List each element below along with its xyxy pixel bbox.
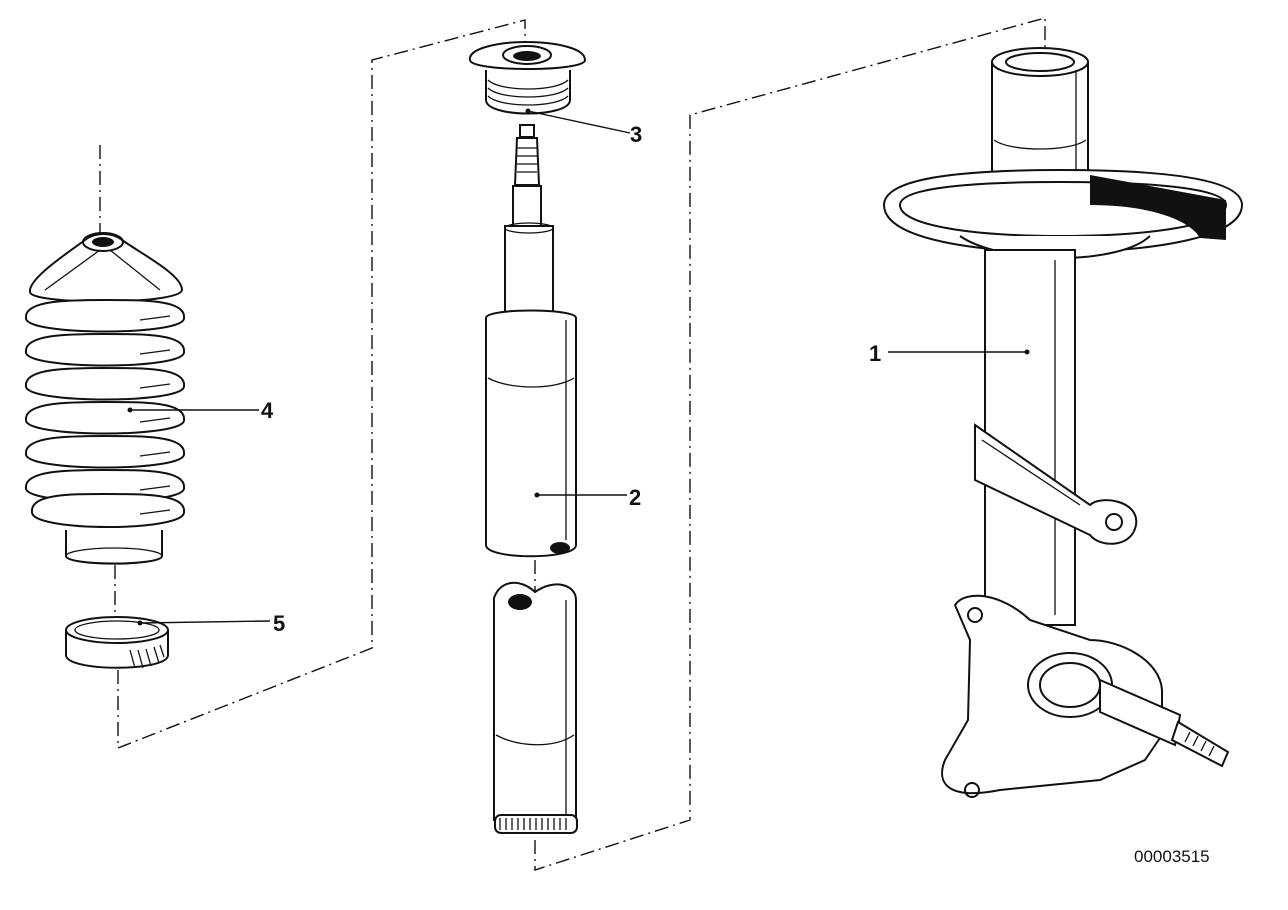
part-4-bellows bbox=[24, 232, 186, 565]
callout-3: 3 bbox=[630, 122, 642, 147]
diagram-reference-number: 00003515 bbox=[1134, 847, 1210, 866]
callout-1: 1 bbox=[869, 341, 881, 366]
callout-5: 5 bbox=[273, 611, 285, 636]
leader-3 bbox=[527, 110, 631, 134]
leader-lines bbox=[127, 108, 1030, 626]
callout-4: 4 bbox=[261, 398, 274, 423]
callout-labels: 3 2 1 4 5 bbox=[261, 122, 881, 636]
leader-5 bbox=[139, 620, 271, 624]
part-2-shock-absorber bbox=[485, 124, 578, 834]
part-5-ring bbox=[65, 616, 169, 669]
part-1-strut-housing bbox=[882, 47, 1244, 798]
callout-2: 2 bbox=[629, 485, 641, 510]
part-3-nut bbox=[469, 40, 587, 115]
